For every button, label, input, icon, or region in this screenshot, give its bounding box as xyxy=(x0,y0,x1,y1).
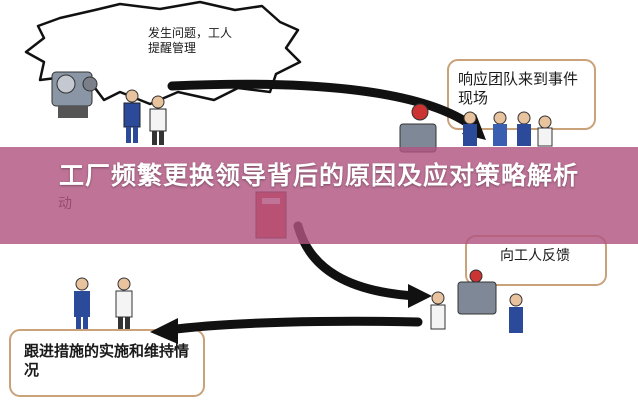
feedback-figures xyxy=(430,269,523,333)
manager-figure xyxy=(149,95,167,145)
response-team-figures xyxy=(399,103,553,153)
machine-illustration xyxy=(51,71,98,118)
worker-figure xyxy=(123,89,141,143)
follow-up-text: 跟进措施的实施和维持情况 xyxy=(24,342,190,379)
arrow-top xyxy=(167,79,477,131)
feedback-text: 向工人反馈 xyxy=(500,248,570,264)
follow-up-box xyxy=(9,329,205,397)
response-team-text: 响应团队来到事件现场 xyxy=(458,70,579,107)
follow-up-figures xyxy=(74,277,133,329)
arrow-bottom-left xyxy=(163,316,423,335)
banner-title: 工厂频繁更换领导背后的原因及应对策略解析 xyxy=(58,161,579,190)
bubble-text: 发生问题，工人提醒管理 xyxy=(148,26,233,55)
title-banner: 工厂频繁更换领导背后的原因及应对策略解析 xyxy=(0,147,638,244)
